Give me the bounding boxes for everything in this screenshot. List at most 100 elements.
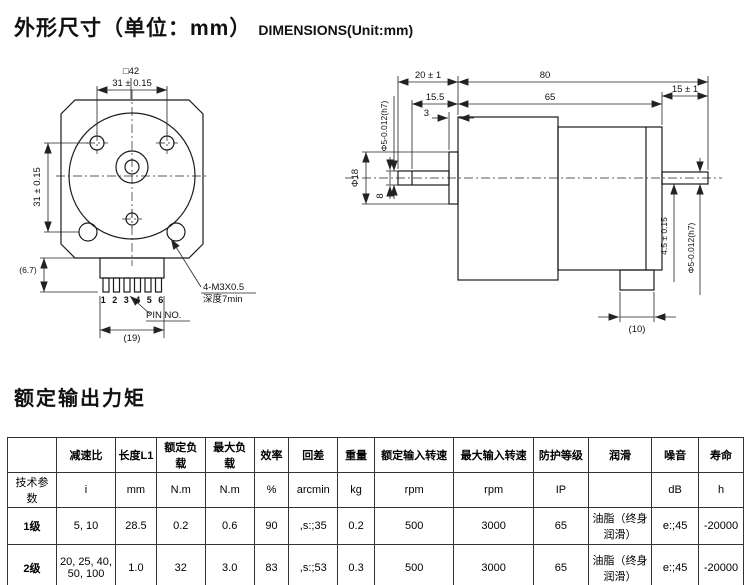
col-header: 减速比	[55, 437, 117, 473]
spec-cell: ,s:;53	[288, 544, 339, 585]
connector-pin	[102, 277, 110, 293]
row-axis-label: 技术参数	[7, 472, 57, 508]
table-units-row: 技术参数 i mm N.m N.m % arcmin kg rpm rpm IP…	[7, 472, 744, 508]
col-header: 效率	[253, 437, 290, 473]
spec-cell: 3.0	[204, 544, 255, 585]
connector-width-dim: (19)	[124, 333, 141, 344]
spec-cell: 0.3	[337, 544, 375, 585]
row-label: 2级	[7, 544, 57, 585]
table-row: 1级 5, 10 28.5 0.2 0.6 90 ,s:;35 0.2 500 …	[7, 507, 744, 545]
rear-shaft-length-dim: 15 ± 1	[672, 84, 698, 95]
spec-cell: 3000	[453, 544, 534, 585]
rear-flat-dim: 4.5 ± 0.15	[659, 217, 669, 255]
gearbox-body	[457, 116, 559, 281]
thru-hole	[78, 222, 98, 242]
front-view-centerlines	[56, 90, 208, 266]
connector-pin	[144, 277, 152, 293]
tap-note-line2: 深度7min	[203, 293, 243, 305]
shaft-section-dim: 15.5	[426, 92, 445, 103]
unit-cell: mm	[115, 472, 157, 508]
dimension-drawings: □42 31 ± 0.15 31 ± 0.15 (6.7) 1 2 3 4 5 …	[19, 66, 722, 344]
side-view-dimension-lines	[362, 76, 709, 322]
spec-cell: 0.6	[204, 507, 255, 545]
boss-diameter-dim: Φ18	[350, 169, 361, 187]
col-header: 最大输入转速	[453, 437, 534, 473]
col-header: 重量	[337, 437, 375, 473]
corner-cell	[7, 437, 57, 473]
front-shaft-length-dim: 20 ± 1	[415, 70, 441, 81]
spec-cell: 0.2	[337, 507, 375, 545]
spec-cell: 油脂（终身润滑）	[587, 544, 653, 585]
front-height-dim: 31 ± 0.15	[32, 167, 43, 207]
front-width-dim: 31 ± 0.15	[112, 78, 152, 89]
table-row: 2级 20, 25, 40, 50, 100 1.0 32 3.0 83 ,s:…	[7, 544, 744, 585]
spec-cell: 28.5	[115, 507, 157, 545]
flange-outline	[60, 99, 204, 259]
motor-length-dim: 65	[545, 92, 556, 103]
col-header: 额定负载	[155, 437, 206, 473]
side-view-geometry	[397, 116, 709, 291]
page-title-en: DIMENSIONS(Unit:mm)	[258, 22, 414, 38]
rear-shaft-diameter-dim: Φ5-0.012(h7)	[686, 222, 696, 273]
tab-width-dim: (10)	[629, 324, 646, 335]
spec-cell: e:;45	[651, 507, 700, 545]
unit-cell: IP	[532, 472, 589, 508]
unit-cell: i	[55, 472, 117, 508]
tap-note-line1: 4-M3X0.5	[203, 282, 244, 293]
bottom-tab	[619, 269, 655, 291]
front-view-dimension-lines	[40, 78, 256, 338]
connector-pin	[112, 277, 121, 293]
col-header: 润滑	[587, 437, 653, 473]
front-shaft-diameter-dim: Φ5-0.012(h7)	[379, 100, 389, 151]
unit-cell: arcmin	[288, 472, 339, 508]
unit-cell: kg	[337, 472, 375, 508]
thru-hole	[166, 222, 186, 242]
pin-numbers: 1 2 3 4 5 6	[101, 295, 166, 305]
unit-cell: %	[253, 472, 290, 508]
unit-cell	[587, 472, 653, 508]
unit-cell: N.m	[155, 472, 206, 508]
spec-table: 减速比 长度L1 额定负载 最大负载 效率 回差 重量 额定输入转速 最大输入转…	[7, 437, 744, 585]
spec-cell: 500	[373, 544, 455, 585]
unit-cell: N.m	[204, 472, 255, 508]
connector-pin	[133, 277, 142, 293]
connector-pin	[123, 277, 131, 293]
col-header: 寿命	[698, 437, 744, 473]
spec-cell: 32	[155, 544, 206, 585]
spec-cell: e:;45	[651, 544, 700, 585]
boss-width-dim: 3	[424, 108, 429, 119]
col-header: 防护等级	[532, 437, 589, 473]
spec-cell: 90	[253, 507, 290, 545]
pin-no-label: PIN NO.	[146, 310, 181, 321]
spec-cell: 油脂（终身润滑）	[587, 507, 653, 545]
spec-cell: -20000	[698, 507, 744, 545]
spec-cell: 20, 25, 40, 50, 100	[55, 544, 117, 585]
spec-cell: 5, 10	[55, 507, 117, 545]
col-header: 最大负载	[204, 437, 255, 473]
square-size-label: □42	[123, 66, 139, 77]
spec-cell: 3000	[453, 507, 534, 545]
table-header-row: 减速比 长度L1 额定负载 最大负载 效率 回差 重量 额定输入转速 最大输入转…	[7, 437, 744, 473]
motor-body	[557, 126, 663, 271]
spec-cell: 1.0	[115, 544, 157, 585]
connector-body	[99, 257, 165, 279]
col-header: 回差	[288, 437, 339, 473]
col-header: 噪音	[651, 437, 700, 473]
section-title-torque: 额定输出力矩	[14, 388, 146, 410]
front-shaft	[397, 170, 450, 186]
spec-cell: -20000	[698, 544, 744, 585]
shaft-step-dim: 8	[375, 193, 386, 198]
spec-cell: 500	[373, 507, 455, 545]
spec-cell: 83	[253, 544, 290, 585]
spec-cell: 0.2	[155, 507, 206, 545]
spec-cell: 65	[532, 507, 589, 545]
spec-cell: 65	[532, 544, 589, 585]
connector-depth-dim: (6.7)	[19, 265, 37, 275]
col-header: 长度L1	[115, 437, 157, 473]
connector-pin	[154, 277, 163, 293]
row-label: 1级	[7, 507, 57, 545]
unit-cell: rpm	[373, 472, 455, 508]
page-title: 外形尺寸（单位：mm） DIMENSIONS(Unit:mm)	[14, 12, 413, 42]
unit-cell: dB	[651, 472, 700, 508]
